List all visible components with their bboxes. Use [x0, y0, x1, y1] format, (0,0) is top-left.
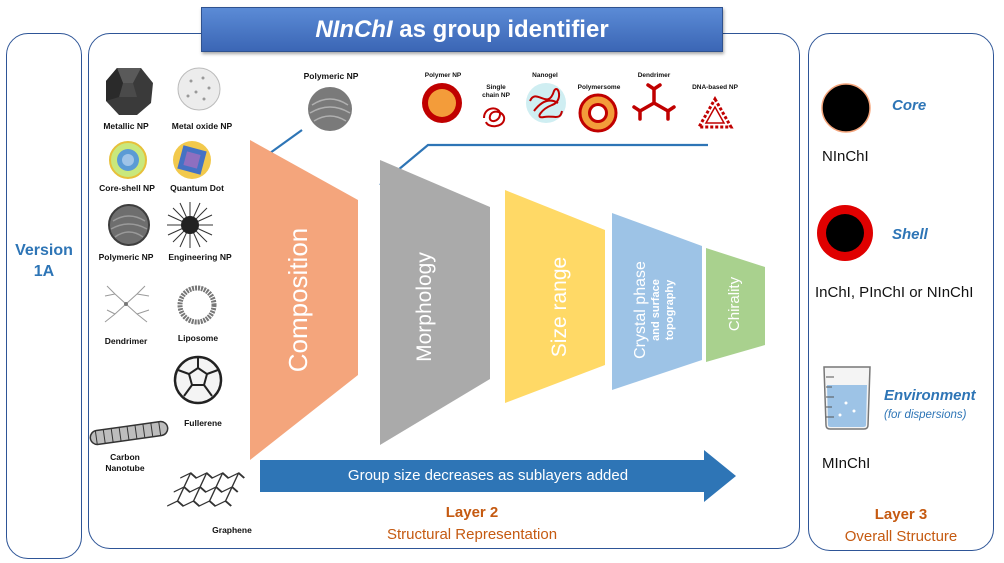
composition-block — [250, 140, 358, 460]
polymer-np-icon — [422, 83, 462, 123]
polymeric-np-label: Polymeric NP — [98, 252, 154, 262]
fullerene-icon — [173, 355, 223, 405]
graphene-label: Graphene — [212, 525, 252, 535]
polymersome-label: Polymersome — [577, 84, 621, 91]
shell-icon — [817, 205, 873, 261]
liposome-icon — [177, 285, 217, 325]
metal-oxide-np-icon — [177, 67, 221, 111]
sublayers-funnel — [250, 140, 765, 460]
group-size-arrow-text: Group size decreases as sublayers added — [347, 467, 629, 484]
carbon-nanotube-icon — [89, 420, 169, 446]
title-prefix: NInChI — [315, 16, 393, 43]
carbon-nanotube-label: Carbon Nanotube — [105, 452, 145, 473]
metal-oxide-np-label: Metal oxide NP — [171, 121, 233, 131]
metallic-np-icon — [106, 68, 153, 115]
layer2-subtitle: Structural Representation — [386, 526, 558, 543]
title-bar: NInChI as group identifier — [201, 7, 723, 52]
polymer-np-label: Polymer NP — [424, 72, 462, 79]
dendrimer-example-icon — [632, 83, 676, 121]
layer3-title: Layer 3 — [874, 506, 928, 523]
layer3-subtitle: Overall Structure — [844, 528, 958, 545]
dendrimer-label: Dendrimer — [104, 336, 148, 346]
fullerene-label: Fullerene — [184, 418, 222, 428]
chirality-text: Chirality — [726, 276, 743, 332]
quantum-dot-label: Quantum Dot — [170, 183, 224, 193]
single-chain-np-label: Single chain NP — [482, 84, 510, 99]
polymeric-np-example-icon — [308, 87, 352, 131]
dna-based-np-label: DNA-based NP — [692, 84, 738, 91]
dendrimer-example-label: Dendrimer — [637, 72, 671, 79]
polymeric-np-icon — [108, 204, 150, 246]
chirality-block — [706, 248, 765, 362]
quantum-dot-icon — [173, 141, 211, 179]
single-chain-np-icon — [483, 107, 506, 128]
morphology-block — [380, 160, 490, 445]
environment-note: (for dispersions) — [884, 409, 967, 421]
morphology-text: Morphology — [413, 252, 436, 362]
size-range-block — [505, 190, 605, 403]
composition-text: Composition — [283, 227, 313, 373]
nanogel-icon — [526, 83, 566, 123]
dendrimer-icon — [104, 285, 150, 323]
title-suffix: as group identifier — [392, 16, 609, 43]
core-icon — [821, 83, 871, 133]
shell-label: Shell — [892, 226, 928, 243]
shell-value: InChI, PInChI or NInChI — [815, 284, 974, 301]
core-shell-np-label: Core-shell NP — [99, 183, 155, 193]
core-label: Core — [892, 97, 927, 114]
crystal-phase-text: Crystal phase and surface topography — [632, 261, 676, 359]
liposome-label: Liposome — [177, 333, 219, 343]
version-label: Version 1A — [15, 242, 73, 280]
environment-value: MInChI — [822, 455, 871, 472]
core-shell-np-icon — [109, 141, 147, 179]
crystal-phase-block — [612, 213, 702, 390]
engineering-np-label: Engineering NP — [168, 252, 232, 262]
dna-based-np-icon — [696, 95, 734, 129]
version-panel — [6, 33, 82, 559]
environment-label: Environment — [884, 387, 976, 404]
graphene-icon — [167, 472, 245, 507]
engineering-np-icon — [167, 202, 213, 248]
layer2-title: Layer 2 — [445, 504, 499, 521]
metallic-np-label: Metallic NP — [103, 121, 149, 131]
nanogel-label: Nanogel — [532, 72, 558, 79]
polymersome-icon — [578, 93, 618, 133]
core-value: NInChI — [822, 148, 869, 165]
environment-beaker-icon — [823, 366, 871, 430]
group-size-arrow — [260, 450, 736, 502]
size-range-text: Size range — [548, 256, 571, 358]
composition-example-label: Polymeric NP — [303, 71, 359, 81]
